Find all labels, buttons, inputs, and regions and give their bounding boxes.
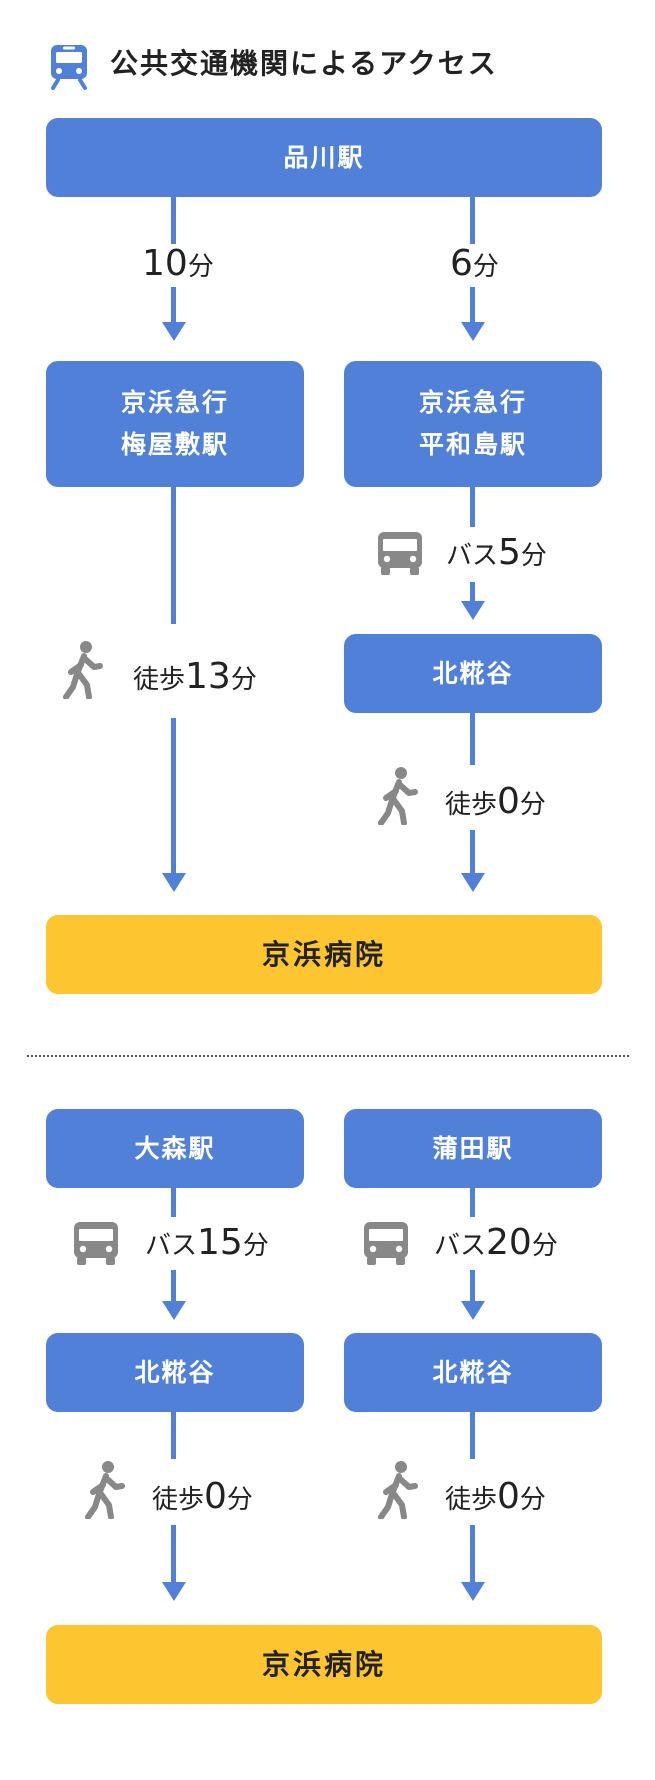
station-label: 品川駅 <box>283 142 365 172</box>
section-divider <box>27 1055 629 1057</box>
travel-time-label: 10分 <box>138 244 218 287</box>
bus-time-label: バス20分 <box>434 1222 558 1263</box>
station-line-name: 京浜急行 <box>120 388 229 417</box>
bus-stop-kitakojiya: 北糀谷 <box>46 1333 304 1412</box>
route-line <box>470 1188 475 1217</box>
station-umeyashiki: 京浜急行 梅屋敷駅 <box>46 361 304 487</box>
route-line <box>470 1525 475 1586</box>
bus-icon <box>364 1222 408 1265</box>
stop-label: 北糀谷 <box>432 658 514 688</box>
route-line <box>470 582 475 606</box>
station-label: 大森駅 <box>134 1133 216 1163</box>
route-line <box>171 1412 176 1459</box>
route-line <box>171 1525 176 1586</box>
station-shinagawa: 品川駅 <box>46 118 602 197</box>
station-label: 蒲田駅 <box>432 1133 514 1163</box>
page-title: 公共交通機関によるアクセス <box>110 47 498 80</box>
route-arrow <box>161 873 186 892</box>
destination-keihin-hospital: 京浜病院 <box>46 1625 602 1704</box>
destination-label: 京浜病院 <box>261 937 386 971</box>
station-name: 梅屋敷駅 <box>120 430 229 459</box>
route-line <box>470 1412 475 1459</box>
walk-time-label: 徒歩0分 <box>445 1476 546 1517</box>
route-line <box>171 1188 176 1217</box>
route-line <box>470 830 475 873</box>
route-arrow <box>460 1301 485 1320</box>
walk-time-label: 徒歩0分 <box>445 781 546 822</box>
bus-icon <box>378 532 422 575</box>
route-arrow <box>460 873 485 892</box>
walking-person-icon <box>378 767 418 825</box>
station-kamata: 蒲田駅 <box>344 1109 602 1188</box>
station-heiwajima: 京浜急行 平和島駅 <box>344 361 602 487</box>
station-omori: 大森駅 <box>46 1109 304 1188</box>
destination-label: 京浜病院 <box>261 1647 386 1681</box>
route-line <box>470 487 475 527</box>
route-arrow <box>460 601 485 620</box>
route-arrow <box>460 322 485 341</box>
station-name: 平和島駅 <box>418 430 527 459</box>
route-line <box>470 713 475 765</box>
route-arrow <box>161 1301 186 1320</box>
route-arrow <box>161 1582 186 1601</box>
station-line-name: 京浜急行 <box>418 388 527 417</box>
destination-keihin-hospital: 京浜病院 <box>46 915 602 994</box>
route-line <box>171 1270 176 1305</box>
route-arrow <box>161 322 186 341</box>
walking-person-icon <box>63 641 103 699</box>
walk-time-label: 徒歩13分 <box>133 656 257 697</box>
bus-icon <box>74 1222 118 1265</box>
walking-person-icon <box>378 1461 418 1519</box>
bus-time-label: バス5分 <box>446 532 547 573</box>
route-line <box>171 718 176 873</box>
train-icon <box>51 45 87 90</box>
walking-person-icon <box>85 1461 125 1519</box>
bus-stop-kitakojiya: 北糀谷 <box>344 634 602 713</box>
route-arrow <box>460 1582 485 1601</box>
stop-label: 北糀谷 <box>134 1357 216 1387</box>
route-line <box>171 487 176 624</box>
walk-time-label: 徒歩0分 <box>152 1476 253 1517</box>
route-line <box>470 1270 475 1305</box>
stop-label: 北糀谷 <box>432 1357 514 1387</box>
travel-time-label: 6分 <box>446 244 503 287</box>
bus-time-label: バス15分 <box>145 1222 269 1263</box>
bus-stop-kitakojiya: 北糀谷 <box>344 1333 602 1412</box>
